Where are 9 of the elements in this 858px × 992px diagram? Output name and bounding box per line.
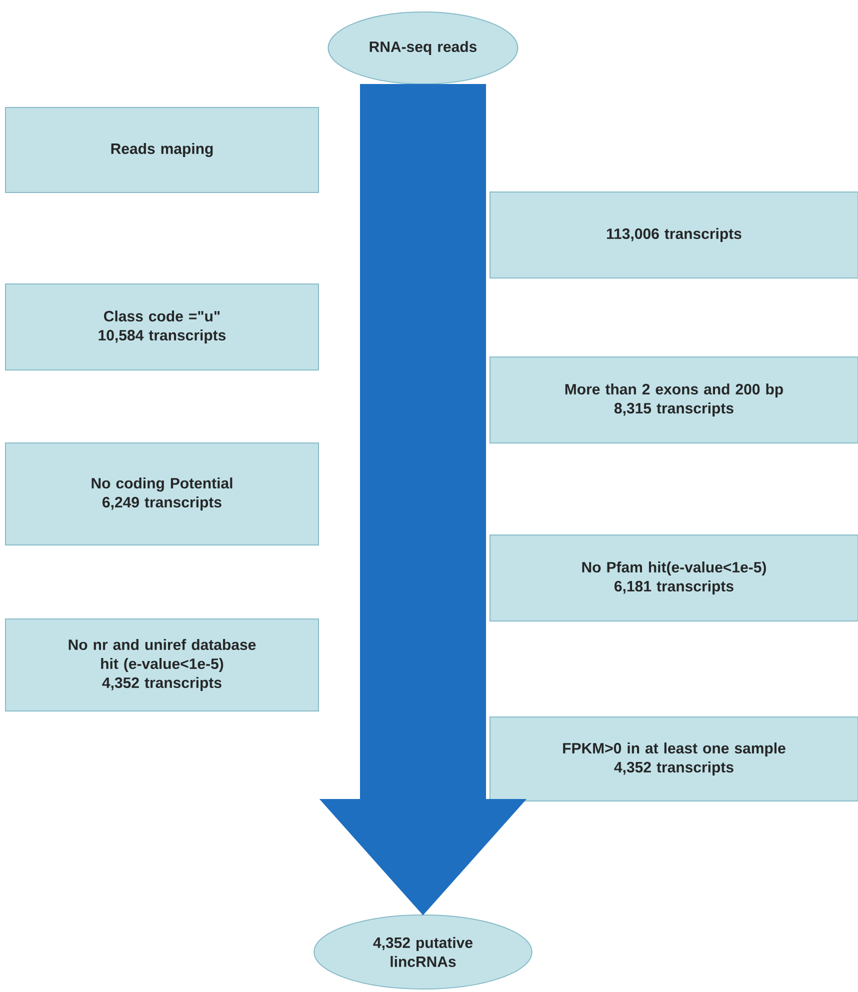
flow-arrow (319, 84, 527, 916)
step-box: 113,006 transcripts (490, 192, 858, 278)
step-box: Class code ="u" 10,584 transcripts (5, 284, 319, 370)
step-box: FPKM>0 in at least one sample 4,352 transcripts (490, 716, 858, 802)
step-box: Reads maping (5, 107, 319, 193)
step-box: No Pfam hit(e-value<1e-5) 6,181 transcripts (490, 534, 858, 622)
step-box: No coding Potential 6,249 transcripts (5, 442, 319, 546)
step-box: No nr and uniref database hit (e-value<1e-5) 4,352 transcripts (5, 618, 319, 712)
step-box: More than 2 exons and 200 bp 8,315 transcripts (490, 356, 858, 444)
